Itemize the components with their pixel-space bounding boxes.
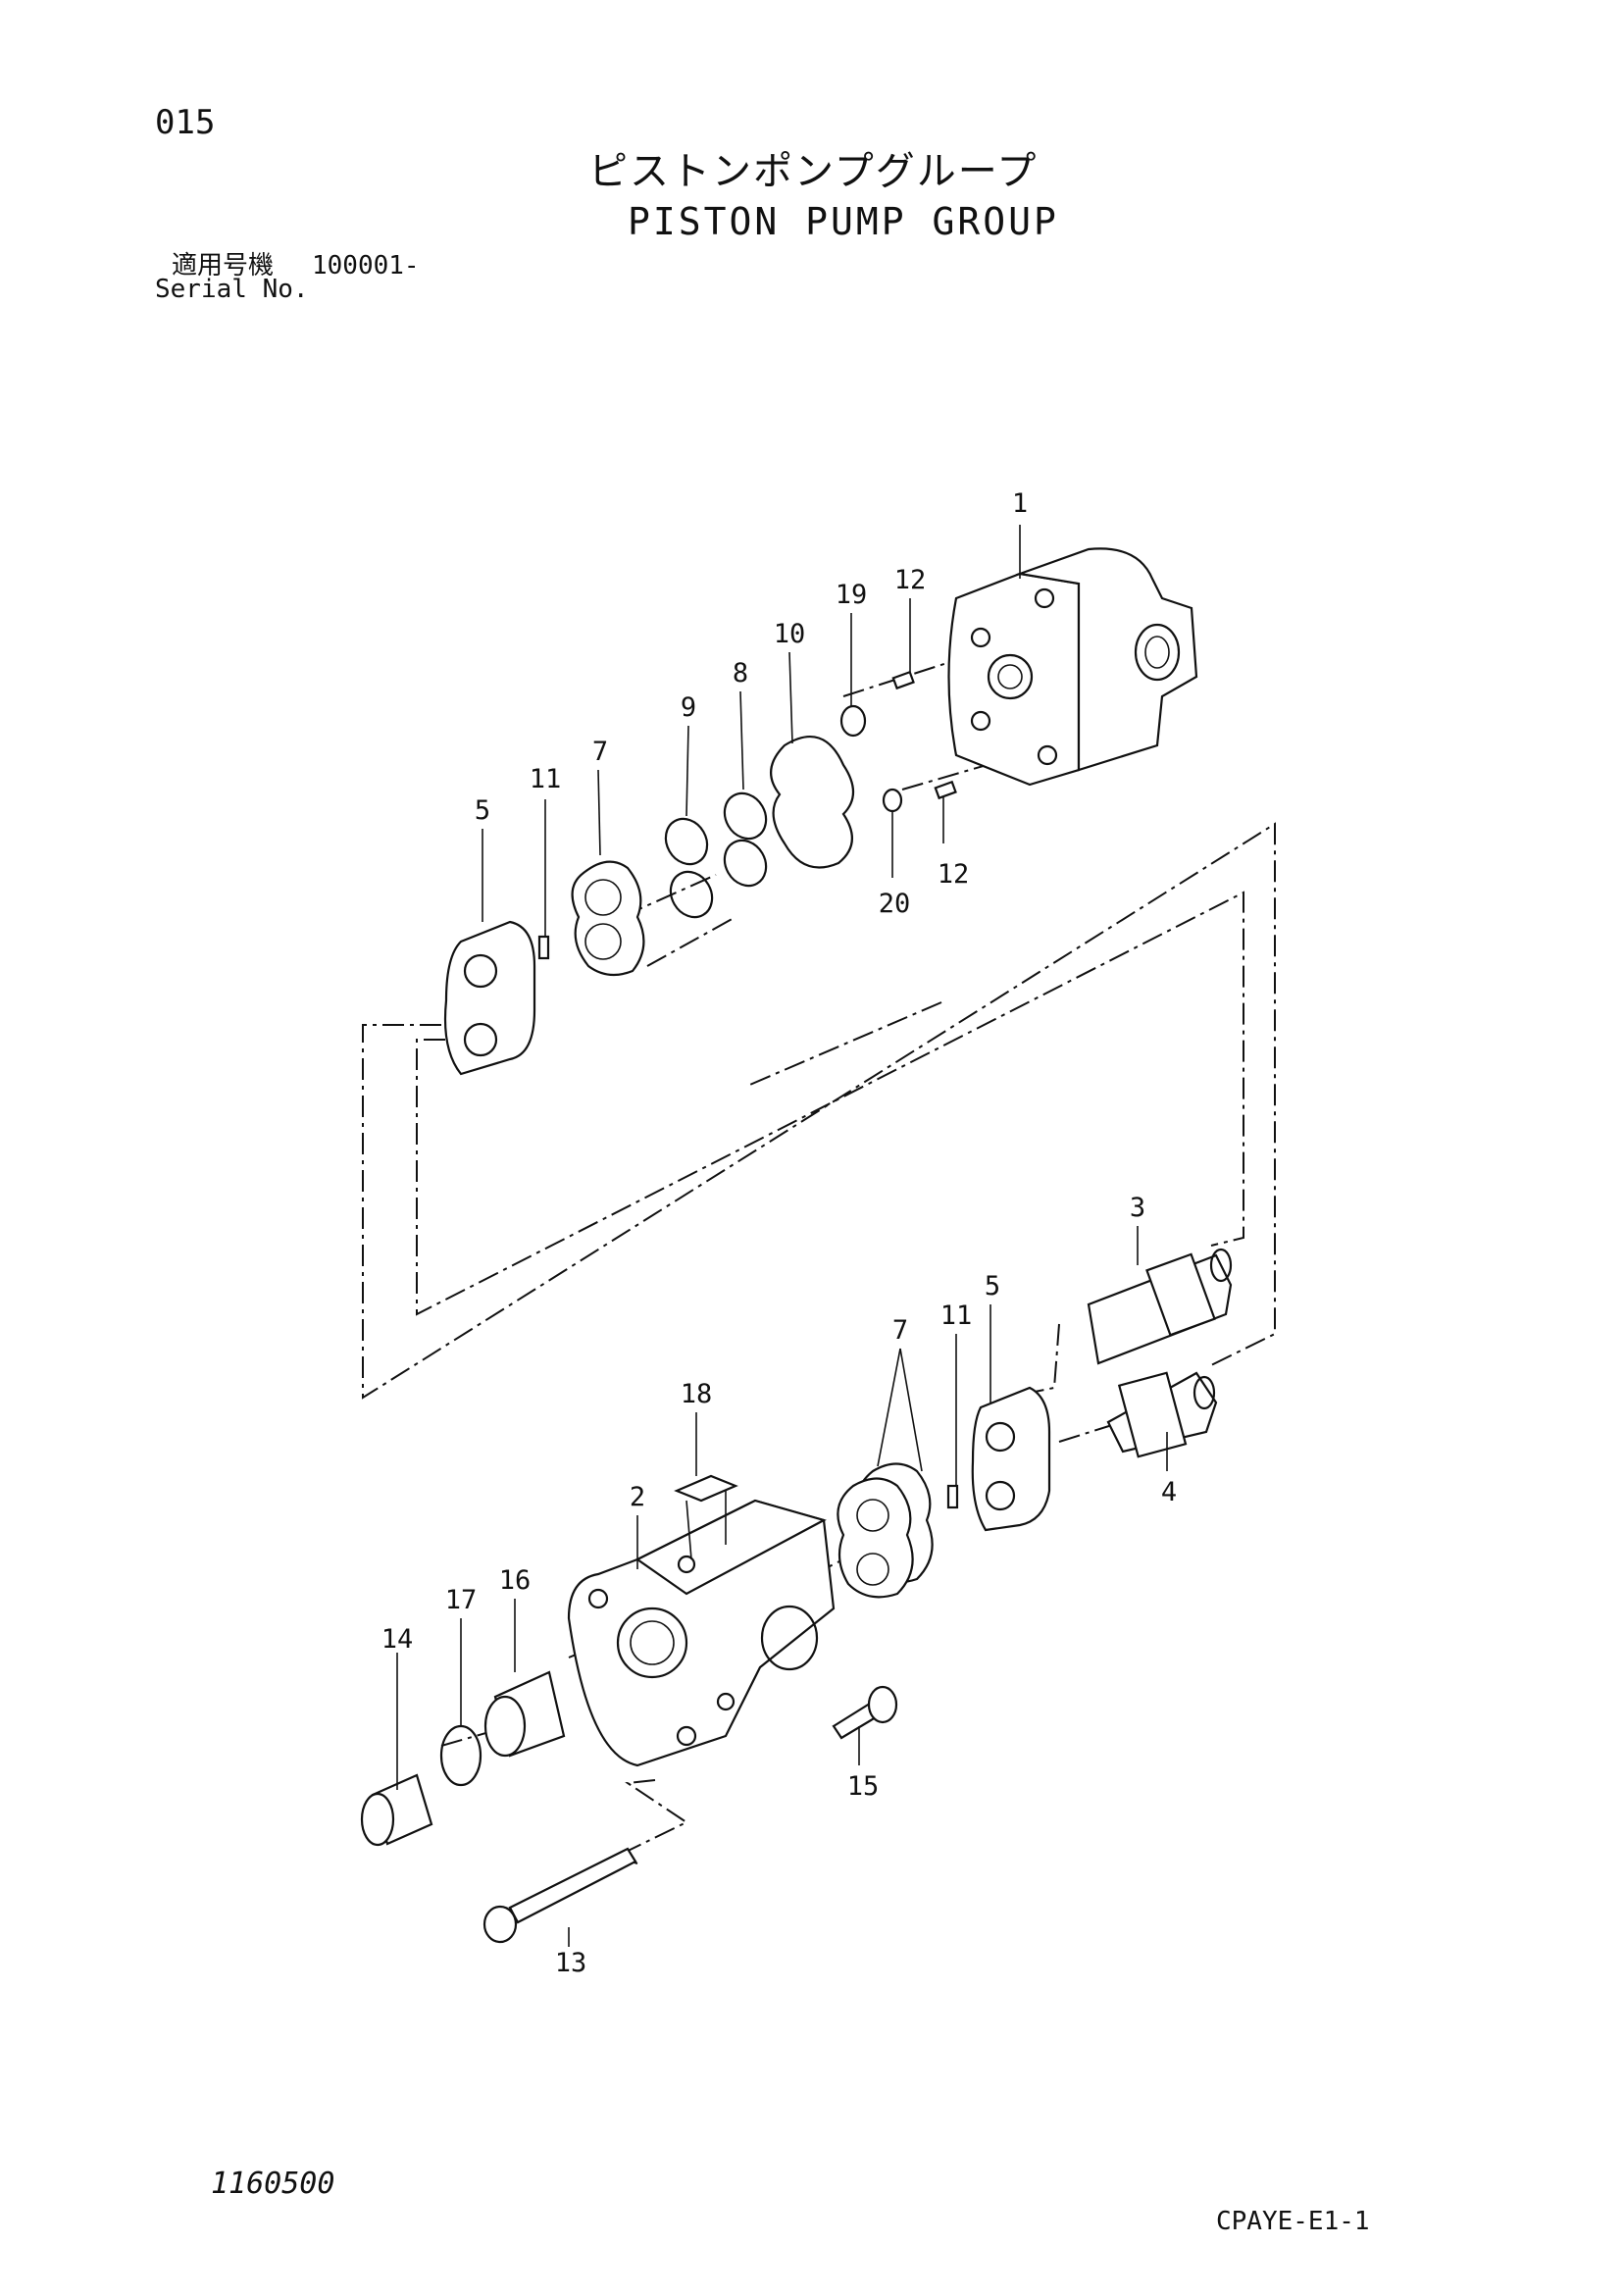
callout-19: 19 — [836, 580, 868, 610]
page-number: 015 — [155, 103, 216, 142]
callout-7-front: 7 — [892, 1315, 908, 1346]
part-14-coupling — [360, 1773, 433, 1847]
part-8-backup-rings — [723, 791, 768, 888]
callout-11-front: 11 — [940, 1301, 973, 1331]
serial-range: 100001- — [312, 251, 420, 281]
part-1-pump-body — [947, 547, 1198, 787]
catalog-code: CPAYE-E1-1 — [1216, 2207, 1370, 2236]
part-3-drive-gear — [1087, 1248, 1233, 1365]
part-19-o-ring — [839, 704, 867, 738]
part-11-pin-front — [946, 1484, 959, 1509]
callout-15: 15 — [847, 1771, 880, 1802]
part-20-o-ring — [882, 788, 903, 813]
part-18-name-plate — [674, 1474, 738, 1503]
callout-8: 8 — [733, 658, 748, 689]
callout-leaders — [396, 525, 1168, 1947]
part-12-dowel-lower — [934, 780, 957, 800]
part-17-o-ring — [439, 1724, 482, 1787]
part-2-gear-housing — [567, 1481, 836, 1767]
callout-16: 16 — [499, 1565, 532, 1596]
callout-14: 14 — [381, 1624, 414, 1655]
callout-2: 2 — [630, 1482, 645, 1512]
part-12-dowel-upper — [891, 670, 915, 690]
part-9-o-rings — [664, 817, 714, 919]
part-4-driven-gear — [1106, 1371, 1218, 1458]
page-title-english: PISTON PUMP GROUP — [628, 200, 1059, 243]
callout-12-lower: 12 — [938, 859, 970, 890]
callout-9: 9 — [681, 692, 696, 723]
part-16-bushing — [483, 1670, 566, 1758]
part-13-bolt — [482, 1847, 637, 1944]
part-11-pin-rear — [537, 935, 550, 960]
part-15-screw — [832, 1685, 898, 1740]
callout-5-rear: 5 — [475, 795, 490, 826]
drawing-number: 1160500 — [211, 2167, 335, 2201]
callout-10: 10 — [774, 619, 806, 649]
callout-4: 4 — [1161, 1477, 1177, 1507]
callout-1: 1 — [1012, 488, 1028, 519]
callout-17: 17 — [445, 1585, 478, 1615]
callout-13: 13 — [555, 1948, 587, 1978]
callout-18: 18 — [681, 1379, 713, 1409]
serial-label-japanese: 適用号機 — [172, 251, 275, 281]
page-title-japanese: ピストンポンプグループ — [588, 149, 1039, 194]
callout-20: 20 — [879, 889, 911, 919]
callout-5-front: 5 — [985, 1271, 1000, 1301]
part-5-side-plate-front — [971, 1386, 1051, 1532]
callout-numbers: 1 2 3 4 5 5 7 7 8 9 10 11 11 12 12 13 14… — [381, 488, 1177, 1978]
callout-11-rear: 11 — [530, 764, 562, 794]
serial-label-english: Serial No. — [155, 275, 309, 304]
part-10-gasket — [770, 736, 855, 869]
part-7-seal-rear — [571, 860, 645, 977]
callout-3: 3 — [1130, 1193, 1145, 1223]
part-5-side-plate-rear — [443, 920, 536, 1076]
part-7-seal-front — [837, 1462, 934, 1599]
callout-12-upper: 12 — [894, 565, 927, 595]
callout-7-rear: 7 — [592, 737, 608, 767]
